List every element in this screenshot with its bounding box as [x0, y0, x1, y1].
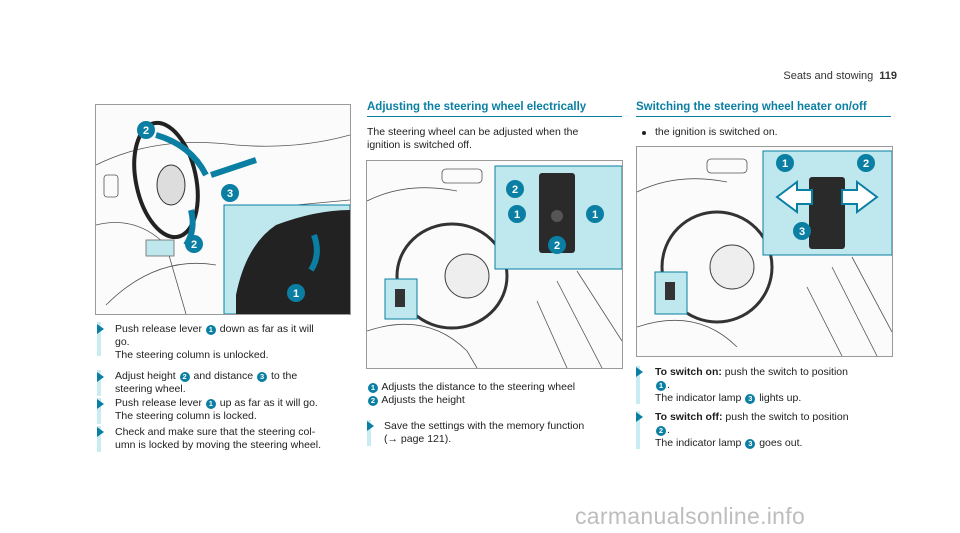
fig1-callout-4: 1 [293, 288, 299, 300]
switch-on-lamp-a: The indicator lamp [655, 392, 745, 404]
steering-illustration: 2 3 2 1 [96, 120, 350, 314]
switch-off-num: 2 [656, 426, 666, 436]
col1-step2: Adjust height 2 and distance 3 to the st… [115, 370, 350, 396]
step3-num: 1 [205, 399, 216, 409]
col3-title-rule [636, 116, 891, 117]
col2-intro-line2: ignition is switched off. [367, 139, 472, 151]
col2-intro: The steering wheel can be adjusted when … [367, 126, 627, 152]
switch-off-text: push the switch to position [722, 411, 849, 423]
step-arrow-icon [97, 324, 104, 334]
legend-text-1: Adjusts the distance to the steering whe… [381, 381, 576, 393]
bullet-dot [642, 131, 646, 135]
instruction-bar [97, 322, 101, 356]
step4-line1: Check and make sure that the steering co… [115, 426, 316, 438]
step-arrow-icon [97, 427, 104, 437]
switch-on-label: To switch on: [655, 366, 722, 378]
switch-off-lamp-num: 3 [745, 439, 756, 449]
col3-title: Switching the steering wheel heater on/o… [636, 101, 867, 113]
electric-steering-illustration: 2 1 1 2 [367, 165, 622, 368]
col2-step-line1: Save the settings with the memory functi… [384, 420, 585, 432]
page-number: 119 [879, 70, 897, 82]
legend-num-2: 2 [368, 396, 378, 406]
fig3-callout-1: 1 [782, 158, 788, 170]
step1-line2: go. [115, 336, 130, 348]
figure-manual-steering-adjust: 2 3 2 1 [95, 104, 351, 315]
step2-text-b: and distance [190, 370, 257, 382]
watermark: carmanualsonline.info [575, 503, 806, 529]
col1-step4: Check and make sure that the steering co… [115, 426, 355, 452]
fig2-callout-1: 2 [512, 184, 518, 196]
col1-step1: Push release lever 1 down as far as it w… [115, 323, 350, 362]
switch-off-dot: . [667, 424, 670, 436]
fig1-callout-2: 3 [227, 188, 233, 200]
instruction-bar [636, 411, 640, 449]
page-header: Seats and stowing 119 [783, 70, 897, 82]
col2-title-rule [367, 116, 622, 117]
switch-off-lamp-b: goes out. [756, 437, 803, 449]
instruction-bar [636, 366, 640, 404]
step-arrow-icon [636, 367, 643, 377]
col3-bullet: the ignition is switched on. [655, 126, 778, 138]
step4-line2: umn is locked by moving the steering whe… [115, 439, 322, 451]
figure-steering-heater: 1 2 3 [636, 146, 893, 357]
page-reference-link[interactable]: (→ page 121). [384, 433, 452, 445]
instruction-bar [97, 398, 101, 424]
col2-legend: 1 Adjusts the distance to the steering w… [367, 381, 627, 407]
step3-text-b: up as far as it will go. [216, 397, 318, 409]
instruction-bar [367, 420, 371, 446]
legend-item: 2 Adjusts the height [367, 394, 627, 407]
step-arrow-icon [97, 372, 104, 382]
fig1-callout-3: 2 [191, 239, 197, 251]
step3-line2: The steering column is locked. [115, 410, 257, 422]
switch-on-lamp-b: lights up. [756, 392, 802, 404]
fig3-callout-3: 3 [799, 226, 805, 238]
switch-off-lamp-a: The indicator lamp [655, 437, 745, 449]
col1-step3: Push release lever 1 up as far as it wil… [115, 397, 350, 423]
legend-num-1: 1 [368, 383, 378, 393]
legend-text-2: Adjusts the height [381, 394, 465, 406]
step1-text-a: Push release lever [115, 323, 205, 335]
col3-switch-off: To switch off: push the switch to positi… [655, 411, 895, 450]
col3-switch-on: To switch on: push the switch to positio… [655, 366, 895, 405]
step2-text-c: to the [268, 370, 298, 382]
col2-intro-line1: The steering wheel can be adjusted when … [367, 126, 579, 138]
legend-item: 1 Adjusts the distance to the steering w… [367, 381, 627, 394]
col2-step: Save the settings with the memory functi… [384, 420, 629, 446]
fig2-callout-2: 1 [514, 209, 520, 221]
fig1-callout-1: 2 [143, 125, 149, 137]
switch-on-text: push the switch to position [721, 366, 848, 378]
step3-text-a: Push release lever [115, 397, 205, 409]
step2-num-2: 3 [257, 372, 268, 382]
heater-switch-illustration: 1 2 3 [637, 150, 892, 356]
step-arrow-icon [636, 412, 643, 422]
switch-off-label: To switch off: [655, 411, 723, 423]
col2-title: Adjusting the steering wheel electricall… [367, 101, 587, 113]
step1-num: 1 [205, 325, 216, 335]
fig3-callout-2: 2 [863, 158, 869, 170]
switch-on-lamp-num: 3 [745, 394, 756, 404]
step-arrow-icon [97, 399, 104, 409]
fig2-callout-4: 2 [554, 240, 560, 252]
step2-text-a: Adjust height [115, 370, 179, 382]
step2-line2: steering wheel. [115, 383, 186, 395]
step1-text-b: down as far as it will [216, 323, 314, 335]
section-name: Seats and stowing [783, 70, 874, 82]
switch-on-dot: . [667, 379, 670, 391]
fig2-callout-3: 1 [592, 209, 598, 221]
figure-electric-steering-adjust: 2 1 1 2 [366, 160, 623, 369]
step1-line3: The steering column is unlocked. [115, 349, 269, 361]
instruction-bar [97, 370, 101, 396]
switch-on-num: 1 [656, 381, 666, 391]
step2-num-1: 2 [179, 372, 190, 382]
instruction-bar [97, 426, 101, 452]
step-arrow-icon [367, 421, 374, 431]
